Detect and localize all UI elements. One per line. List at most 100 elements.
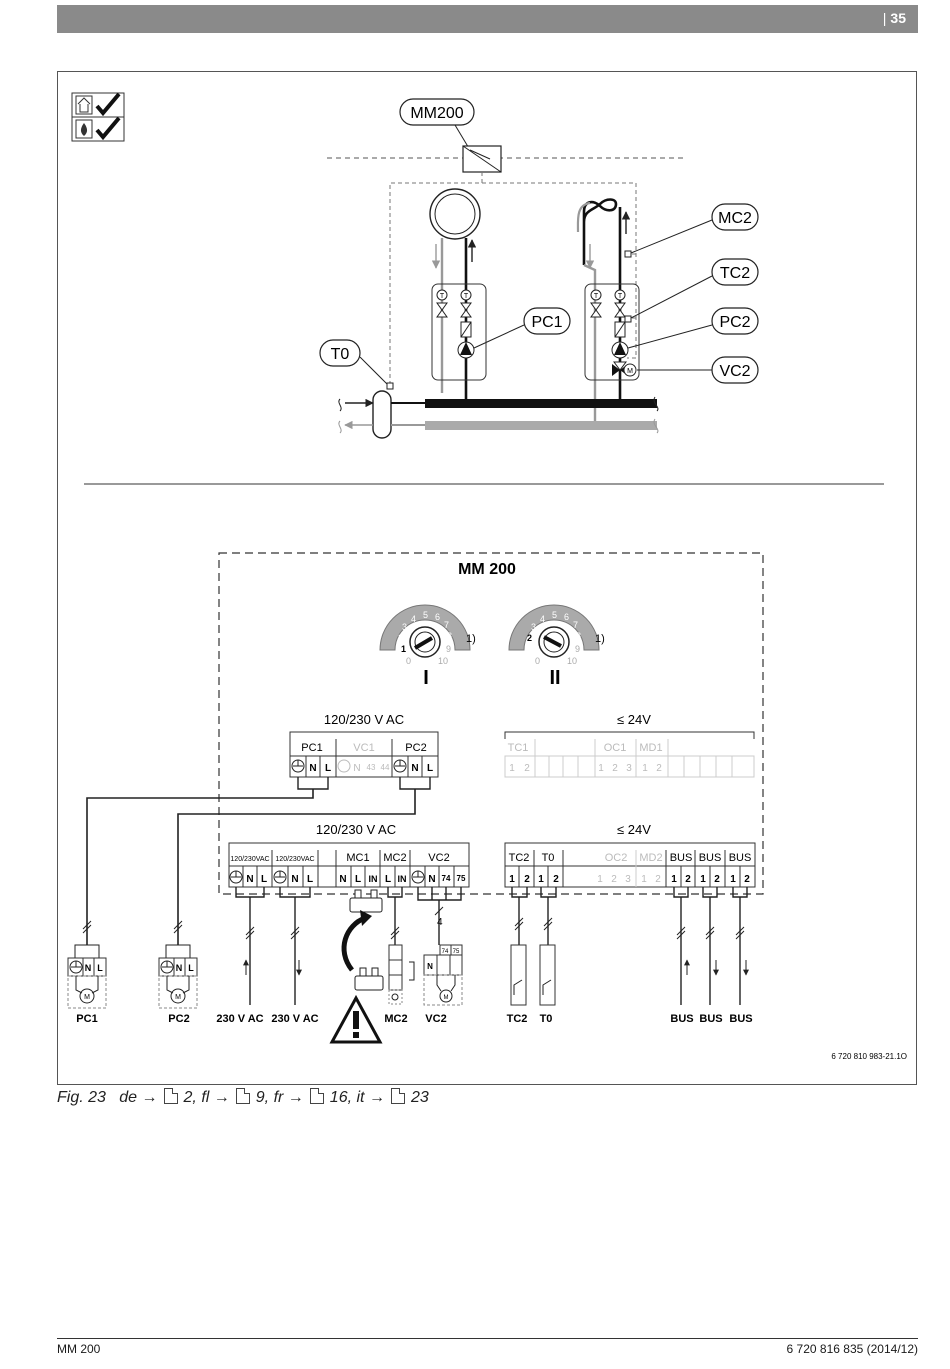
svg-text:T: T [618, 293, 623, 300]
svg-text:120/230VAC: 120/230VAC [275, 856, 314, 863]
thermometer-icon [436, 289, 448, 301]
footer-right: 6 720 816 835 (2014/12) [786, 1342, 918, 1356]
label-mc2: MC2 [384, 1013, 407, 1025]
svg-text:75: 75 [453, 949, 460, 955]
radiator-icon [429, 188, 481, 240]
mc1-jumper [341, 889, 384, 991]
svg-text:T: T [440, 293, 445, 300]
svg-text:MD1: MD1 [639, 742, 662, 754]
upper-terminal-block: PC1 VC1 PC2 N L N 43 44 N L [289, 739, 439, 778]
label-230vac-out: 230 V AC [271, 1013, 318, 1025]
svg-text:2: 2 [553, 874, 559, 885]
check-icon [95, 92, 121, 117]
switch-pointer [413, 636, 434, 650]
vc2-label: VC2 [719, 363, 750, 380]
floor-heating-icon [582, 198, 618, 265]
svg-text:L: L [97, 963, 103, 973]
svg-text:2: 2 [524, 763, 530, 774]
svg-text:PC2: PC2 [405, 742, 426, 754]
pc1-label: PC1 [531, 314, 562, 331]
switch-two-label: II [549, 667, 560, 689]
svg-text:N: N [428, 874, 435, 885]
svg-text:≤ 24V: ≤ 24V [617, 822, 651, 837]
remove-arrow [341, 915, 367, 972]
svg-text:1: 1 [401, 644, 406, 654]
label-bus-3: BUS [729, 1013, 752, 1025]
svg-text:2: 2 [612, 763, 618, 774]
thermometer-icon [590, 289, 602, 301]
svg-text:L: L [355, 874, 361, 885]
svg-text:8: 8 [447, 631, 452, 641]
svg-text:L: L [385, 874, 391, 885]
svg-text:L: L [325, 763, 331, 774]
valve-icon [614, 302, 626, 318]
svg-text:10: 10 [438, 656, 448, 666]
svg-text:2: 2 [611, 874, 617, 885]
svg-text:≤ 24V: ≤ 24V [617, 712, 651, 727]
svg-text:4: 4 [437, 917, 443, 928]
module-outline [218, 552, 764, 895]
svg-text:9: 9 [575, 644, 580, 654]
svg-text:4: 4 [411, 614, 416, 624]
pump-group-1 [431, 283, 487, 381]
svg-text:MC2: MC2 [383, 852, 406, 864]
svg-text:1: 1 [641, 874, 647, 885]
supply-pipe [425, 399, 657, 408]
svg-text:M: M [84, 994, 90, 1001]
svg-text:L: L [261, 874, 267, 885]
arrow-icon: → [213, 1089, 230, 1106]
caption-fig: Fig. 23 [57, 1089, 106, 1106]
svg-text:2: 2 [714, 874, 720, 885]
mc2-sensor [624, 250, 632, 258]
svg-text:1): 1) [595, 633, 605, 645]
svg-text:74: 74 [442, 949, 449, 955]
svg-text:1: 1 [671, 874, 677, 885]
svg-text:2: 2 [655, 874, 661, 885]
page-icon [235, 1088, 250, 1104]
thermometer-icon [460, 289, 472, 301]
svg-text:N: N [353, 763, 360, 774]
svg-text:2: 2 [744, 874, 750, 885]
mc2-device [388, 944, 415, 1005]
label-bus-2: BUS [699, 1013, 722, 1025]
pc1-device: N L M [67, 944, 107, 1009]
svg-text:6: 6 [435, 612, 440, 622]
svg-text:N: N [339, 874, 346, 885]
footer-left: MM 200 [57, 1342, 101, 1356]
svg-text:4: 4 [540, 614, 545, 624]
svg-text:M: M [444, 995, 449, 1001]
arrow-icon: → [287, 1089, 304, 1106]
svg-text:VC2: VC2 [428, 852, 449, 864]
rotary-switch-2: 1 2 3 4 5 6 7 8 9 0 10 1) II [508, 604, 605, 689]
upper-dc-terminal-block: TC1 OC1 MD1 1 2 1 2 3 1 2 [504, 739, 755, 778]
svg-text:6: 6 [564, 612, 569, 622]
svg-text:2: 2 [685, 874, 691, 885]
thermometer-icon [614, 289, 626, 301]
svg-text:75: 75 [457, 874, 466, 883]
svg-text:M: M [627, 368, 633, 375]
switch-one-label: I [423, 667, 429, 689]
label-tc2: TC2 [507, 1013, 528, 1025]
svg-text:2: 2 [524, 874, 530, 885]
svg-text:7: 7 [444, 620, 449, 630]
svg-text:MC1: MC1 [346, 852, 369, 864]
svg-text:7: 7 [573, 620, 578, 630]
page-icon [163, 1088, 178, 1104]
svg-text:3: 3 [625, 874, 631, 885]
page-number: 35 [883, 10, 906, 26]
label-vc2: VC2 [425, 1013, 446, 1025]
svg-text:1): 1) [466, 633, 476, 645]
svg-text:2: 2 [398, 633, 403, 643]
pc2-device: N L M [158, 944, 198, 1009]
svg-text:120/230 V AC: 120/230 V AC [316, 822, 396, 837]
svg-text:3: 3 [531, 622, 536, 632]
svg-text:L: L [188, 963, 194, 973]
mc2-label: MC2 [718, 210, 752, 227]
svg-text:1: 1 [598, 763, 604, 774]
svg-text:N: N [411, 763, 418, 774]
motor-icon [170, 988, 186, 1004]
rotary-switch-1: 1 2 3 4 5 6 7 8 9 0 10 1) I [379, 604, 476, 689]
tc2-sensor [624, 315, 632, 323]
svg-text:TC1: TC1 [508, 742, 529, 754]
